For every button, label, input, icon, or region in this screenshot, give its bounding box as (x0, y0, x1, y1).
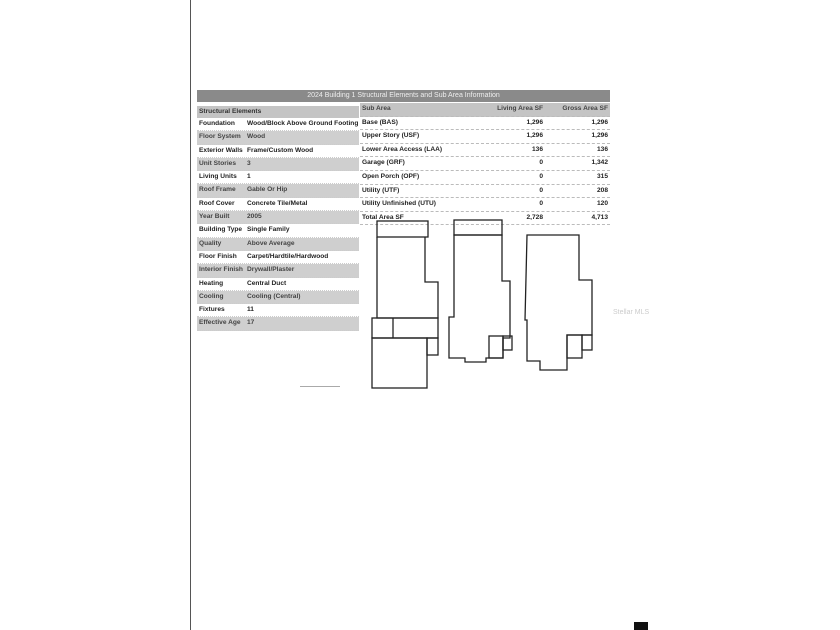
header-gross-area: Gross Area SF (562, 105, 608, 112)
gross-area-value: 208 (596, 186, 608, 194)
row-value: Carpet/Hardtile/Hardwood (247, 252, 329, 260)
structural-row: Exterior Walls Frame/Custom Wood (197, 145, 359, 158)
structural-row: Roof Frame Gable Or Hip (197, 184, 359, 198)
row-label: Quality (199, 239, 222, 247)
structural-elements-header: Structural Elements (197, 106, 359, 118)
row-label: Exterior Walls (199, 146, 243, 154)
sketch-ground-floor (371, 220, 439, 389)
row-value: Concrete Tile/Metal (247, 199, 308, 207)
gross-area-value: 136 (596, 145, 608, 153)
living-area-value: 0 (539, 172, 544, 180)
scan-artifact (300, 386, 340, 387)
row-label: Heating (199, 279, 224, 287)
row-value: 3 (247, 159, 251, 167)
sketch-upper-floor (524, 234, 593, 371)
gross-area-value: 1,342 (591, 159, 608, 167)
structural-elements-table: Structural Elements Foundation Wood/Block… (197, 106, 359, 331)
structural-row: Effective Age 17 (197, 317, 359, 331)
gross-area-value: 120 (596, 200, 608, 208)
sub-area-row: Upper Story (USF) 1,296 1,296 (360, 130, 610, 144)
structural-row: Floor Finish Carpet/Hardtile/Hardwood (197, 251, 359, 265)
structural-row: Heating Central Duct (197, 278, 359, 291)
gross-area-value: 315 (596, 172, 608, 180)
gross-area-value: 4,713 (591, 213, 608, 221)
row-label: Floor System (199, 133, 241, 141)
row-value: Cooling (Central) (247, 292, 301, 300)
sub-area-row: Base (BAS) 1,296 1,296 (360, 117, 610, 131)
floor-plan-sketches (371, 219, 593, 389)
sub-area-name: Base (BAS) (362, 118, 398, 126)
sub-area-header-row: Sub Area Living Area SF Gross Area SF (360, 103, 610, 117)
row-label: Foundation (199, 120, 235, 127)
row-label: Interior Finish (199, 266, 243, 274)
structural-row: Year Built 2005 (197, 211, 359, 225)
row-label: Living Units (199, 173, 237, 181)
section-title: 2024 Building 1 Structural Elements and … (197, 90, 610, 102)
living-area-value: 1,296 (526, 118, 544, 126)
sub-area-row: Utility Unfinished (UTU) 0 120 (360, 198, 610, 212)
row-value: Central Duct (247, 279, 287, 287)
scan-mark (634, 622, 648, 630)
row-value: 1 (247, 173, 251, 181)
sub-area-row: Total Area SF 2,728 4,713 (360, 212, 610, 226)
row-label: Roof Cover (199, 199, 235, 207)
sub-area-name: Lower Area Access (LAA) (362, 145, 443, 153)
row-value: 2005 (247, 213, 262, 221)
row-value: Wood/Block Above Ground Footing (247, 120, 359, 127)
sketch-base-floor (448, 219, 513, 363)
sub-area-name: Upper Story (USF) (362, 132, 420, 140)
sub-area-name: Garage (GRF) (362, 159, 405, 167)
sub-area-row: Lower Area Access (LAA) 136 136 (360, 144, 610, 158)
structural-row: Roof Cover Concrete Tile/Metal (197, 198, 359, 212)
row-label: Cooling (199, 292, 224, 300)
row-label: Floor Finish (199, 252, 237, 260)
row-label: Year Built (199, 213, 230, 221)
living-area-value: 0 (539, 200, 544, 208)
gross-area-value: 1,296 (591, 118, 608, 126)
row-label: Fixtures (199, 306, 225, 314)
living-area-value: 1,296 (526, 132, 544, 140)
row-value: 17 (247, 319, 255, 327)
sub-area-name: Total Area SF (362, 213, 404, 221)
header-sub-area: Sub Area (362, 105, 391, 112)
row-value: Drywall/Plaster (247, 266, 295, 274)
sub-area-row: Garage (GRF) 0 1,342 (360, 157, 610, 171)
row-label: Building Type (199, 226, 243, 234)
living-area-value: 2,728 (526, 213, 544, 221)
row-value: 11 (247, 306, 254, 314)
living-area-value: 136 (532, 145, 544, 153)
row-value: Gable Or Hip (247, 186, 288, 194)
structural-row: Cooling Cooling (Central) (197, 290, 359, 305)
structural-row: Foundation Wood/Block Above Ground Footin… (197, 118, 359, 132)
sub-area-row: Utility (UTF) 0 208 (360, 185, 610, 199)
structural-row: Floor System Wood (197, 131, 359, 145)
structural-row: Fixtures 11 (197, 304, 359, 318)
structural-row: Living Units 1 (197, 171, 359, 185)
structural-row: Unit Stories 3 (197, 157, 359, 172)
row-label: Effective Age (199, 319, 241, 327)
row-value: Single Family (247, 226, 290, 234)
row-label: Unit Stories (199, 159, 237, 167)
row-value: Frame/Custom Wood (247, 146, 314, 154)
living-area-value: 0 (539, 186, 544, 194)
structural-row: Building Type Single Family (197, 224, 359, 238)
structural-row: Interior Finish Drywall/Plaster (197, 264, 359, 278)
row-label: Roof Frame (199, 186, 236, 194)
row-value: Wood (247, 133, 266, 141)
header-living-area: Living Area SF (497, 105, 544, 112)
sub-area-name: Open Porch (OPF) (362, 172, 420, 180)
row-value: Above Average (247, 239, 295, 247)
living-area-value: 0 (539, 159, 544, 167)
sub-area-name: Utility Unfinished (UTU) (362, 200, 436, 208)
sub-area-name: Utility (UTF) (362, 186, 400, 194)
gross-area-value: 1,296 (591, 132, 608, 140)
sub-area-table: Sub Area Living Area SF Gross Area SF Ba… (360, 103, 610, 226)
scan-edge (190, 0, 191, 630)
structural-row: Quality Above Average (197, 237, 359, 251)
sub-area-row: Open Porch (OPF) 0 315 (360, 171, 610, 185)
watermark: Stellar MLS (613, 309, 650, 316)
